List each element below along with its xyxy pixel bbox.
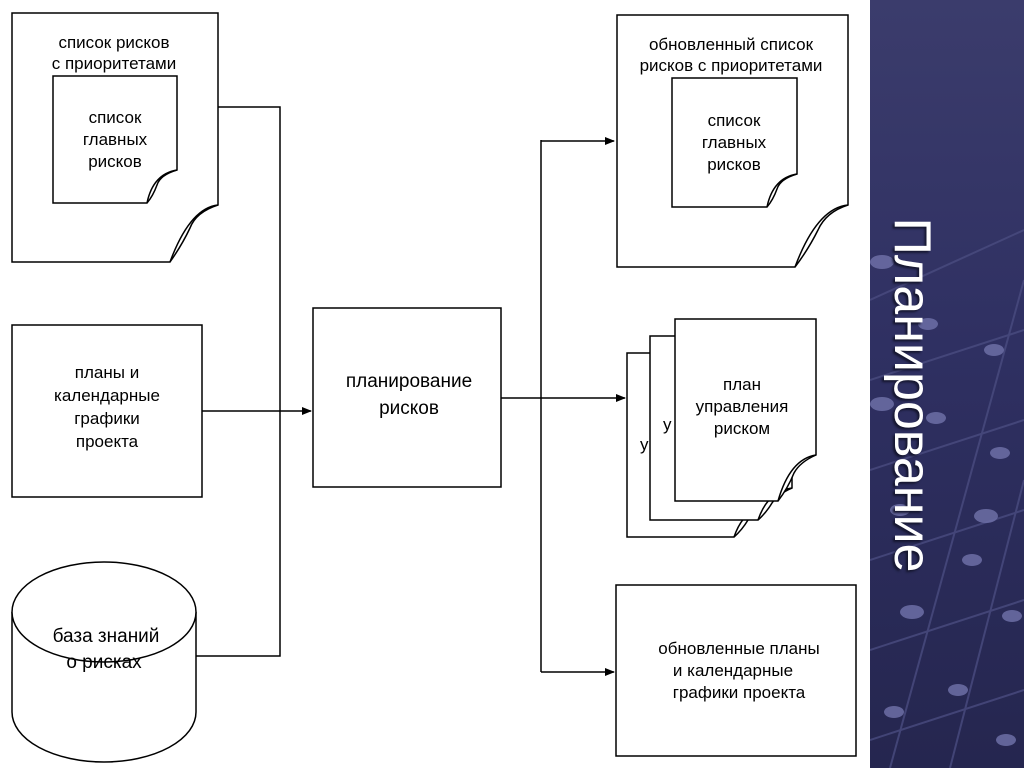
updated-plans-label-line-3: графики проекта	[673, 683, 806, 702]
connector-risk-list	[218, 106, 281, 411]
updated-main-risks-label-line-3: рисков	[707, 155, 761, 174]
main-risks-label-line-3: рисков	[88, 152, 142, 171]
risk-plan-label-line-2: управления	[696, 397, 789, 416]
slide-title-text: Планирование	[883, 217, 941, 573]
process-label-line-2: рисков	[379, 398, 439, 419]
updated-main-risks-label-line-2: главных	[702, 133, 767, 152]
main-risks-label-line-1: список	[89, 108, 142, 127]
plan-document-front: план управления риском	[674, 318, 817, 502]
knowledge-base-label-line-1: база знаний	[53, 626, 160, 647]
updated-main-risks-label-line-1: список	[708, 111, 761, 130]
updated-risk-list-label-line-1: обновленный список	[649, 35, 814, 54]
project-plans-box: планы и календарные графики проекта	[11, 324, 203, 498]
risk-list-label-line-1: список рисков	[58, 33, 169, 52]
main-risks-label-line-2: главных	[83, 130, 148, 149]
plan-back-fragment: у	[640, 435, 649, 454]
knowledge-base-label-line-2: о рисках	[66, 652, 142, 673]
project-plans-label-line-3: графики	[74, 409, 140, 428]
risk-planning-diagram: список рисков с приоритетами список глав…	[11, 12, 857, 763]
updated-plans-label-line-1: обновленные планы	[658, 639, 819, 658]
knowledge-base-cylinder: база знаний о рисках	[11, 561, 197, 763]
updated-risk-list-document: обновленный список рисков с приоритетами…	[616, 14, 849, 268]
updated-risk-list-label-line-2: рисков с приоритетами	[640, 56, 823, 75]
updated-plans-label-line-2: и календарные	[673, 661, 793, 680]
plan-middle-fragment: у	[663, 415, 672, 434]
risk-plan-label-line-3: риском	[714, 419, 770, 438]
risk-list-document: список рисков с приоритетами список глав…	[11, 12, 219, 263]
project-plans-label-line-2: календарные	[54, 386, 160, 405]
project-plans-label-line-1: планы и	[75, 363, 139, 382]
slide-title: Планирование	[883, 218, 1024, 573]
input-connectors	[196, 106, 312, 657]
updated-plans-box: обновленные планы и календарные графики …	[615, 584, 857, 757]
risk-list-label-line-2: с приоритетами	[52, 54, 177, 73]
risk-plan-label-line-1: план	[723, 375, 761, 394]
decorative-network-pattern	[870, 229, 1024, 768]
slide-title-panel: Планирование	[870, 0, 1024, 768]
risk-management-plan-stack: у у план управления риском	[626, 318, 817, 538]
updated-main-risks-subdocument: список главных рисков	[671, 77, 798, 208]
process-label-line-1: планирование	[346, 371, 472, 392]
risk-planning-process-box: планирование рисков	[312, 307, 502, 488]
main-risks-subdocument: список главных рисков	[52, 75, 178, 204]
output-connectors	[501, 137, 626, 676]
connector-knowledge-base	[196, 411, 281, 657]
project-plans-label-line-4: проекта	[76, 432, 139, 451]
